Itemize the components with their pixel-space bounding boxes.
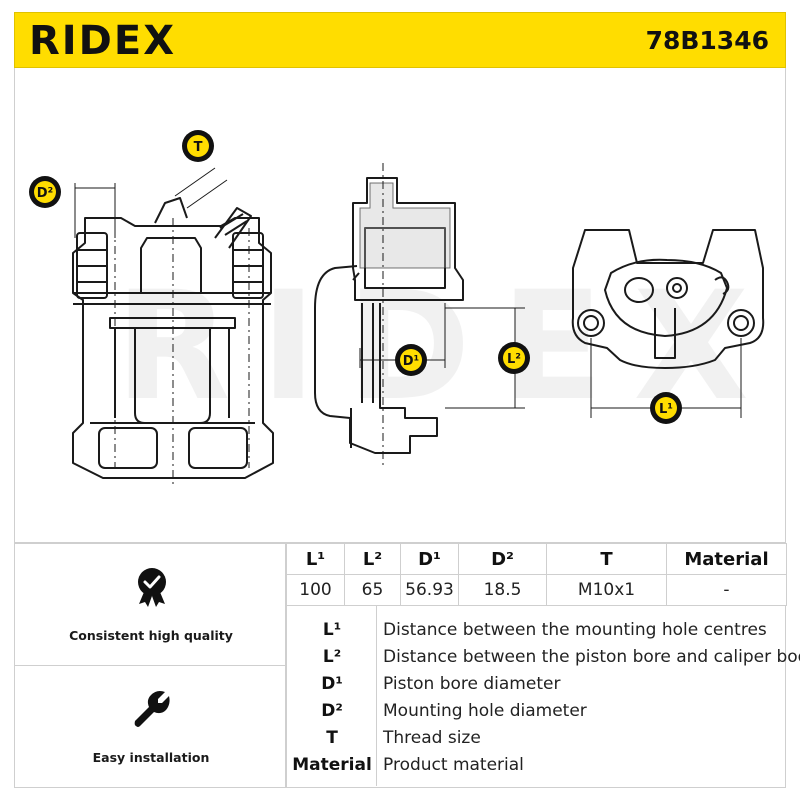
- feature-installation: Easy installation: [15, 666, 287, 788]
- spec-header-cell: Material: [666, 543, 787, 575]
- spec-header-cell: L²: [344, 543, 401, 575]
- svg-text:T: T: [194, 140, 203, 155]
- caliper-drawing: RIDEX: [29, 130, 765, 488]
- legend-key: Material: [292, 755, 372, 775]
- badge-D2: D²: [29, 176, 61, 208]
- spec-header-row: L¹ L² D¹ D² T Material: [286, 543, 787, 575]
- spec-value-cell: M10x1: [546, 574, 667, 606]
- feature-label: Consistent high quality: [69, 628, 233, 643]
- legend-key: D¹: [321, 674, 343, 694]
- quality-badge-icon: [138, 568, 166, 607]
- legend-key: T: [326, 728, 338, 748]
- legend-description: Distance between the mounting hole centr…: [383, 620, 767, 640]
- legend-description: Thread size: [383, 728, 481, 748]
- spec-value-cell: 100: [286, 574, 345, 606]
- spec-table: L¹ L² D¹ D² T Material 100 65 56.93 18.5…: [286, 543, 787, 606]
- spec-value-cell: 18.5: [458, 574, 547, 606]
- feature-label: Easy installation: [92, 750, 210, 765]
- technical-drawing: RIDEX: [14, 68, 786, 543]
- spec-header-cell: D²: [458, 543, 547, 575]
- legend-key: L¹: [322, 620, 342, 640]
- svg-text:L¹: L¹: [659, 402, 673, 417]
- svg-text:D²: D²: [37, 186, 54, 201]
- badge-L2: L²: [498, 342, 530, 374]
- dimension-legend: L¹ Distance between the mounting hole ce…: [286, 605, 800, 788]
- legend-key: L²: [322, 647, 342, 667]
- wrench-icon: [134, 691, 170, 727]
- spec-value-row: 100 65 56.93 18.5 M10x1 -: [286, 574, 787, 606]
- features-panel: Consistent high quality Easy installatio…: [14, 543, 287, 788]
- header-bar: RIDEX 78B1346: [14, 12, 786, 68]
- legend-key: D²: [321, 701, 343, 721]
- legend-description: Product material: [383, 755, 524, 775]
- badge-D1: D¹: [395, 344, 427, 376]
- svg-text:D¹: D¹: [403, 354, 420, 369]
- legend-key-column: [287, 605, 377, 786]
- spec-header-cell: T: [546, 543, 667, 575]
- spec-header-cell: L¹: [286, 543, 345, 575]
- spec-section: Consistent high quality Easy installatio…: [14, 543, 800, 788]
- brand-logo: RIDEX: [29, 18, 177, 64]
- spec-value-cell: -: [666, 574, 787, 606]
- legend-description: Piston bore diameter: [383, 674, 561, 694]
- svg-text:L²: L²: [507, 352, 521, 367]
- badge-L1: L¹: [650, 392, 682, 424]
- spec-value-cell: 65: [344, 574, 401, 606]
- feature-quality: Consistent high quality: [15, 544, 287, 666]
- legend-description: Distance between the piston bore and cal…: [383, 647, 800, 667]
- part-number: 78B1346: [645, 26, 769, 55]
- spec-header-cell: D¹: [400, 543, 459, 575]
- legend-description: Mounting hole diameter: [383, 701, 587, 721]
- badge-T: T: [182, 130, 214, 162]
- spec-value-cell: 56.93: [400, 574, 459, 606]
